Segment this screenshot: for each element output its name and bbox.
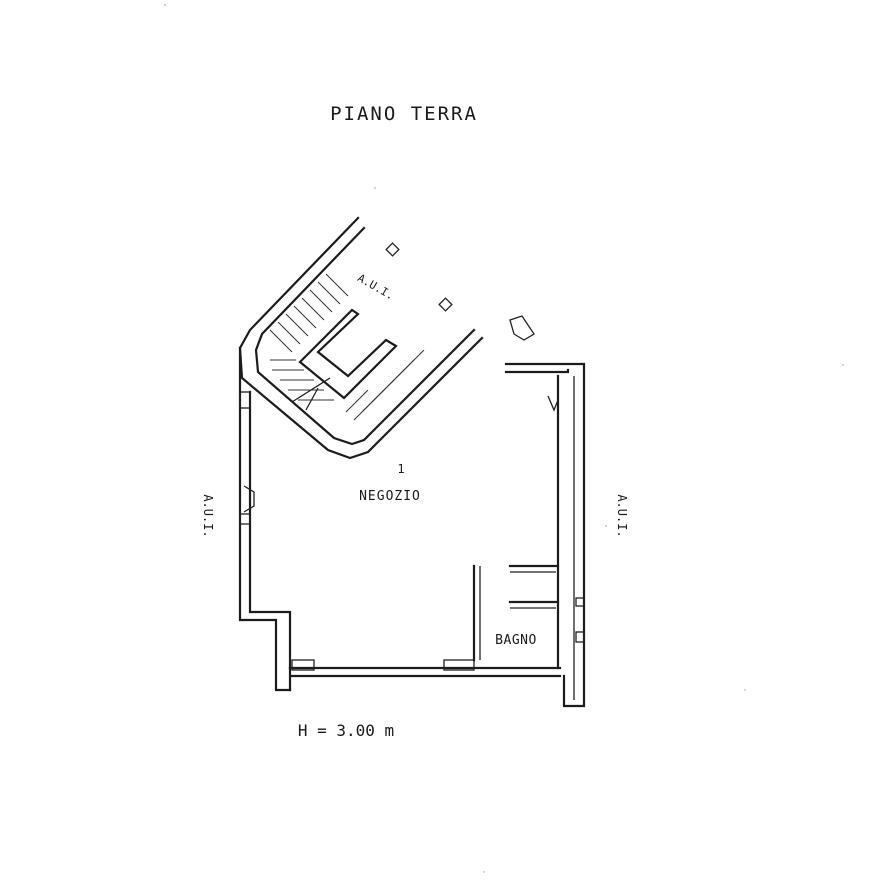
column-marker-1: [385, 242, 400, 257]
room-number: 1: [397, 462, 404, 476]
left-wall-window-2: [239, 513, 251, 525]
stair-treads-landing: [270, 359, 334, 401]
staircase: [238, 216, 484, 460]
stair-treads-lower: [345, 349, 425, 421]
plan-title: PIANO TERRA: [330, 103, 478, 125]
adjacent-unit-left: A.U.I.: [201, 494, 215, 537]
height-note: H = 3.00 m: [298, 721, 394, 740]
left-wall-door: [243, 485, 255, 513]
bottom-wall-pier-2: [443, 659, 475, 671]
left-wall-inner: [248, 390, 292, 670]
tree-symbol: [509, 315, 535, 341]
bathroom: [472, 564, 560, 662]
right-wall-inner: [504, 368, 570, 670]
stair-core: [298, 308, 398, 400]
bottom-wall-pier-1: [291, 659, 315, 671]
stair-outer-wall-left: [238, 216, 484, 460]
adjacent-unit-right: A.U.I.: [615, 494, 629, 537]
scan-speckles: [164, 4, 844, 873]
stair-treads-upper: [269, 273, 349, 353]
bathroom-label: BAGNO: [495, 633, 537, 648]
column-marker-2: [438, 297, 453, 312]
left-wall-window-1: [239, 391, 251, 409]
room-name: NEGOZIO: [359, 489, 421, 504]
left-wall-outer: [238, 346, 292, 692]
right-wall-opening-2: [575, 631, 585, 643]
bottom-wall-outer: [288, 666, 562, 692]
right-wall-outer: [504, 362, 586, 708]
stair-arrow: [291, 377, 331, 403]
entrance-arrow: [547, 395, 559, 412]
stair-inner-wall-left: [254, 226, 476, 446]
adjacent-unit-top: A.U.I.: [355, 271, 396, 302]
right-wall-opening-1: [575, 597, 585, 607]
